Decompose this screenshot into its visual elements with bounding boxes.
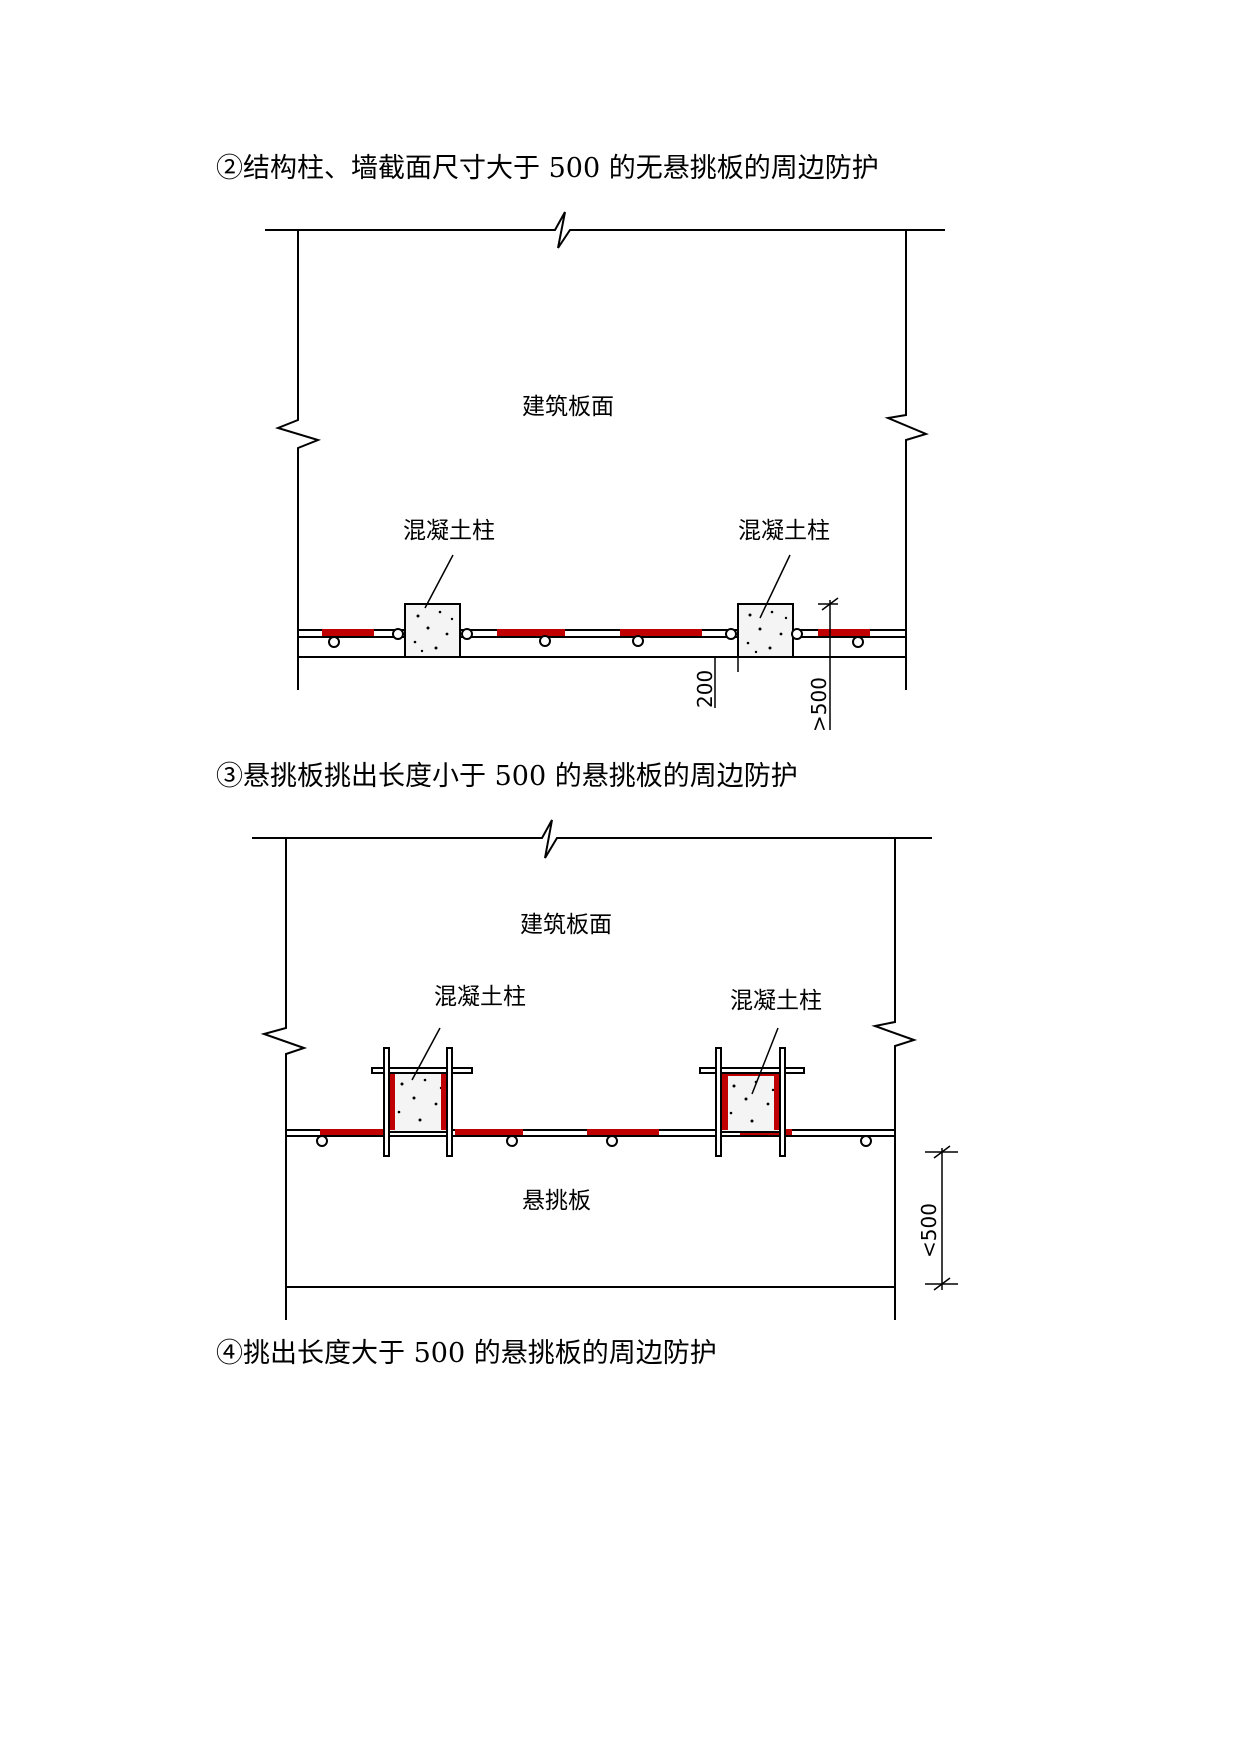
dim-gt500: >500 [807,677,831,732]
column-right-label: 混凝土柱 [738,518,830,544]
dimension-lines [925,1145,958,1291]
figure-4-heading: ④挑出长度大于 500 的悬挑板的周边防护 [216,1338,717,1369]
slab-label: 建筑板面 [520,912,612,938]
column-left-label: 混凝土柱 [403,518,495,544]
dim-200: 200 [693,670,717,708]
leader-lines [424,554,791,619]
concrete-column-right [720,1069,782,1133]
pipe-clamps [316,1135,872,1147]
concrete-column-right [737,603,794,658]
figure-2-heading: ②结构柱、墙截面尺寸大于 500 的无悬挑板的周边防护 [216,153,879,184]
column-left-label: 混凝土柱 [434,984,526,1010]
figure-3-heading: ③悬挑板挑出长度小于 500 的悬挑板的周边防护 [216,761,798,792]
scaffold-frame-left [371,1047,473,1157]
column-right-label: 混凝土柱 [730,988,822,1014]
figure-3-diagram: 建筑板面 混凝土柱 混凝土柱 悬挑板 <500 [252,819,958,1320]
concrete-column-left [387,1069,449,1133]
pipe-clamps [328,628,864,648]
cantilever-label: 悬挑板 [522,1188,591,1214]
slab-label: 建筑板面 [522,394,614,420]
dimension-lines [704,597,839,730]
concrete-column-left [404,603,461,658]
slab-outline [252,819,932,1320]
leader-lines [411,1027,779,1095]
scaffold-frame-right [699,1047,805,1157]
red-guard-segments [322,629,870,636]
figure-2-diagram: 建筑板面 混凝土柱 混凝土柱 200 >500 [265,211,945,732]
dim-lt500: <500 [917,1203,941,1258]
